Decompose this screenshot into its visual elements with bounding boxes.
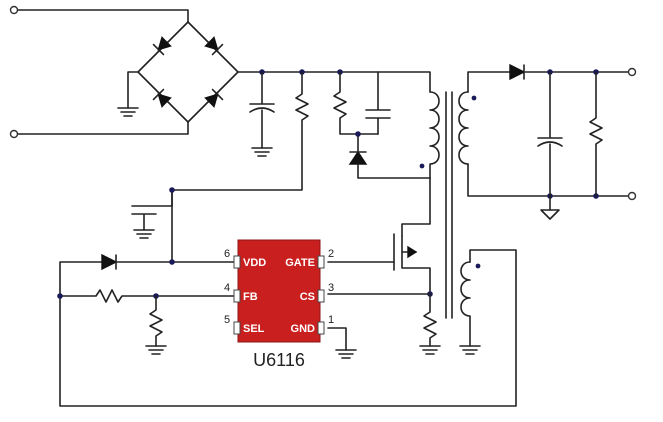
pin-number-gate: 2 — [328, 248, 334, 260]
pin-number-sel: 5 — [224, 314, 230, 326]
flyback-transformer — [419, 91, 477, 319]
bridge-diode-3 — [152, 88, 172, 108]
power-mosfet — [327, 177, 431, 295]
secondary-output — [467, 63, 637, 220]
output-terminal-pos — [627, 67, 637, 77]
fb-divider — [57, 289, 239, 355]
vdd-network — [59, 187, 239, 297]
vdd-diode — [101, 253, 118, 271]
aux-winding — [59, 249, 517, 407]
pin-number-cs: 3 — [328, 282, 334, 294]
bridge-diode-4 — [204, 88, 224, 108]
pin-label-fb: FB — [243, 291, 258, 303]
output-diode — [509, 63, 526, 81]
chip-ground — [327, 327, 357, 359]
pin-label-vdd: VDD — [243, 257, 266, 269]
ac-terminal-bottom — [9, 129, 19, 139]
bridge-diode-1 — [152, 36, 172, 56]
startup-resistor — [171, 71, 309, 207]
ground-bridge — [117, 107, 139, 117]
bridge-rectifier — [117, 21, 239, 123]
pin-label-sel: SEL — [243, 323, 265, 335]
sense-resistor — [419, 293, 441, 355]
chip-name: U6116 — [253, 350, 305, 370]
pin-label-gnd: GND — [291, 323, 316, 335]
controller-ic: 6 4 5 2 3 1 VDD FB SEL GATE CS GND U6116 — [224, 239, 334, 370]
pin-label-gate: GATE — [285, 257, 315, 269]
snubber-diode — [348, 150, 368, 165]
rcd-snubber — [333, 71, 431, 179]
pin-label-cs: CS — [300, 291, 315, 303]
secondary-ground — [540, 209, 560, 220]
bulk-capacitor — [249, 71, 275, 157]
bridge-diode-2 — [204, 36, 224, 56]
pin-number-gnd: 1 — [328, 314, 334, 326]
ac-input — [9, 5, 189, 139]
output-terminal-neg — [627, 191, 637, 201]
dc-bus — [237, 71, 431, 93]
pin-number-fb: 4 — [224, 282, 230, 294]
pin-number-vdd: 6 — [224, 248, 230, 260]
ac-terminal-top — [9, 5, 19, 15]
